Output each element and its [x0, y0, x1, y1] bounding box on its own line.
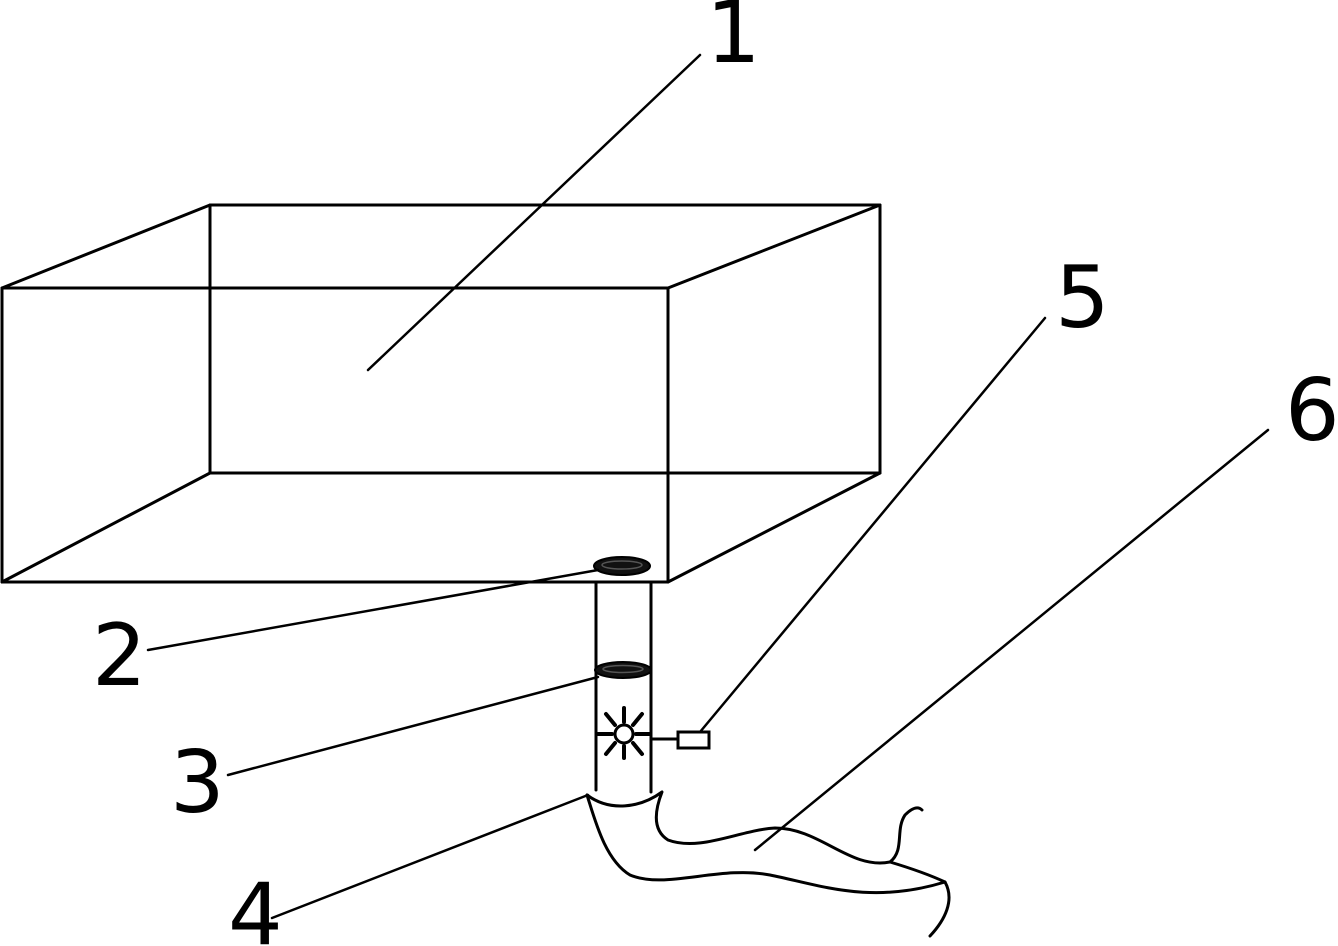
hose [585, 790, 951, 938]
impeller-icon [596, 706, 652, 760]
tank-edge-top-right [666, 203, 882, 290]
leader-line-6 [753, 428, 1270, 852]
tank-edge-bottom-left [0, 471, 212, 584]
leader-line-5 [698, 316, 1047, 734]
label-4: 4 [228, 865, 283, 946]
label-6: 6 [1285, 361, 1338, 461]
hose-bottom-edge [585, 793, 947, 895]
leader-line-4 [270, 793, 590, 920]
leader-line-2 [146, 568, 600, 652]
hose-top-edge [585, 790, 924, 865]
tank-front-face [0, 286, 670, 584]
leader-line-1 [366, 53, 702, 372]
pipe-gasket-highlight [602, 664, 644, 674]
label-5: 5 [1055, 248, 1110, 348]
label-3: 3 [170, 733, 225, 833]
tank-edge-bottom-right [666, 471, 882, 584]
pipe [594, 580, 653, 794]
label-1: 1 [706, 0, 761, 83]
hose-end-fold [888, 860, 951, 938]
tank-box [0, 203, 882, 584]
leader-line-3 [226, 675, 600, 777]
tank-edge-top-left [0, 203, 212, 290]
label-2: 2 [92, 606, 147, 706]
outlet-gasket-highlight [601, 560, 643, 570]
sensor-box [676, 730, 711, 750]
